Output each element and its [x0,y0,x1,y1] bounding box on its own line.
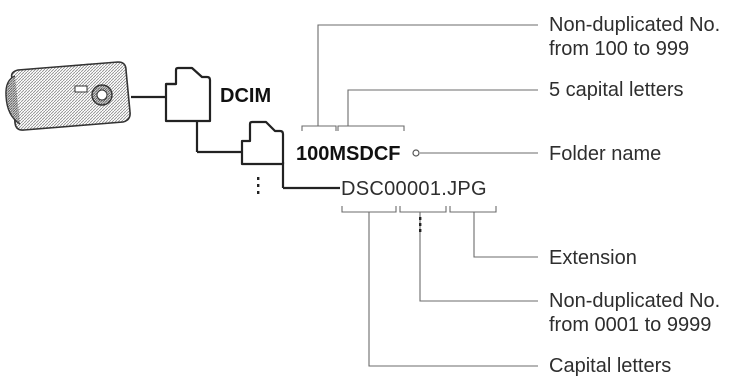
file-letters-annotation: Capital letters [549,356,671,376]
more-folders-dots [257,177,259,194]
file-number-dots [419,217,421,232]
folder-number-annotation: Non-duplicated No. from 100 to 999 [549,13,720,61]
file-name-label: DSC00001.JPG [341,179,487,199]
dcim-folder-label: DCIM [220,86,271,106]
folder-name-annotation: Folder name [549,144,661,164]
extension-annotation: Extension [549,248,637,268]
file-number-annotation: Non-duplicated No. from 0001 to 9999 [549,289,720,337]
subfolder-icon [242,122,283,164]
folder-letters-annotation: 5 capital letters [549,80,684,100]
folder-name-dot [413,150,419,156]
camera-icon [6,62,130,130]
subfolder-label: 100MSDCF [296,144,400,164]
dcim-folder-icon [166,68,210,121]
